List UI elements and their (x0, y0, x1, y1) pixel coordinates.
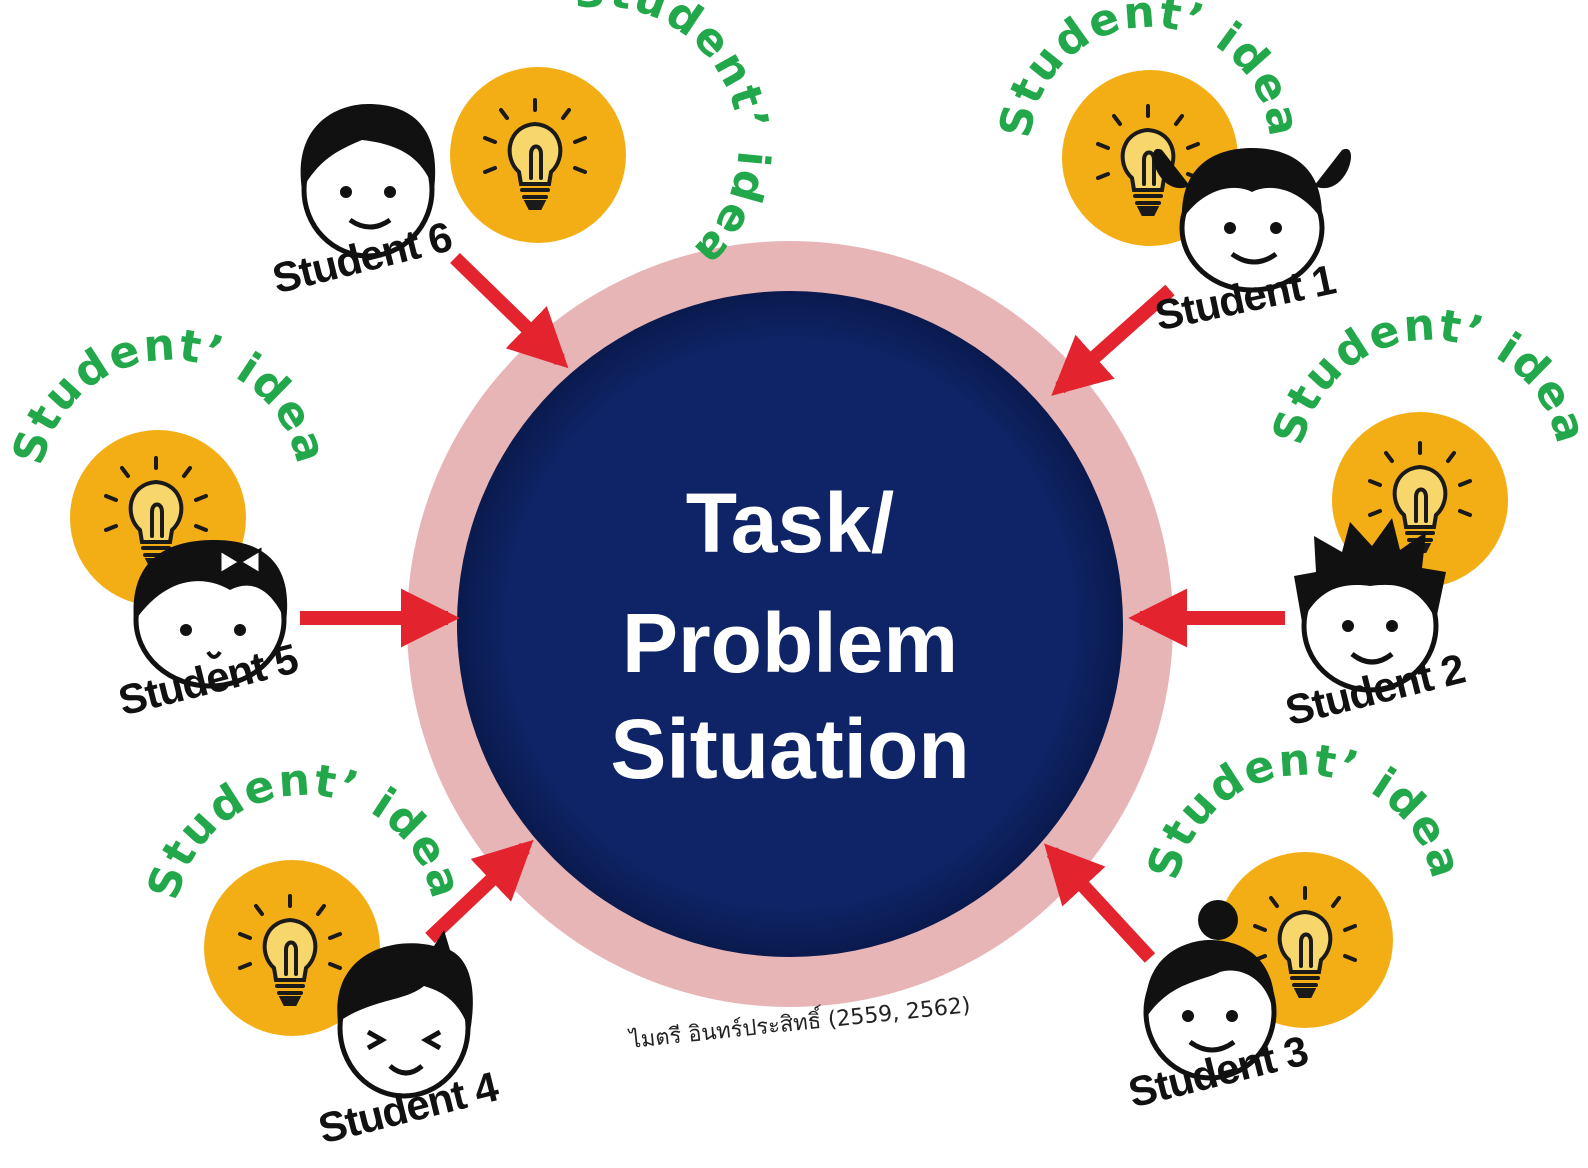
arrow-student-1 (1051, 284, 1175, 396)
student-5-face (133, 540, 288, 689)
student-3-face (1143, 900, 1277, 1081)
student-4-face (337, 930, 473, 1099)
arrow-student-3 (1044, 843, 1156, 963)
student-2-face (1294, 518, 1446, 693)
center-line-2: Problem (622, 596, 958, 690)
student-1-face (1152, 148, 1352, 293)
arrow-student-4 (425, 839, 534, 944)
arrow-student-6 (450, 252, 569, 369)
center-line-1: Task/ (686, 476, 895, 570)
student-6-face (300, 104, 436, 259)
center-line-3: Situation (610, 702, 969, 796)
task-problem-circle (457, 291, 1123, 957)
